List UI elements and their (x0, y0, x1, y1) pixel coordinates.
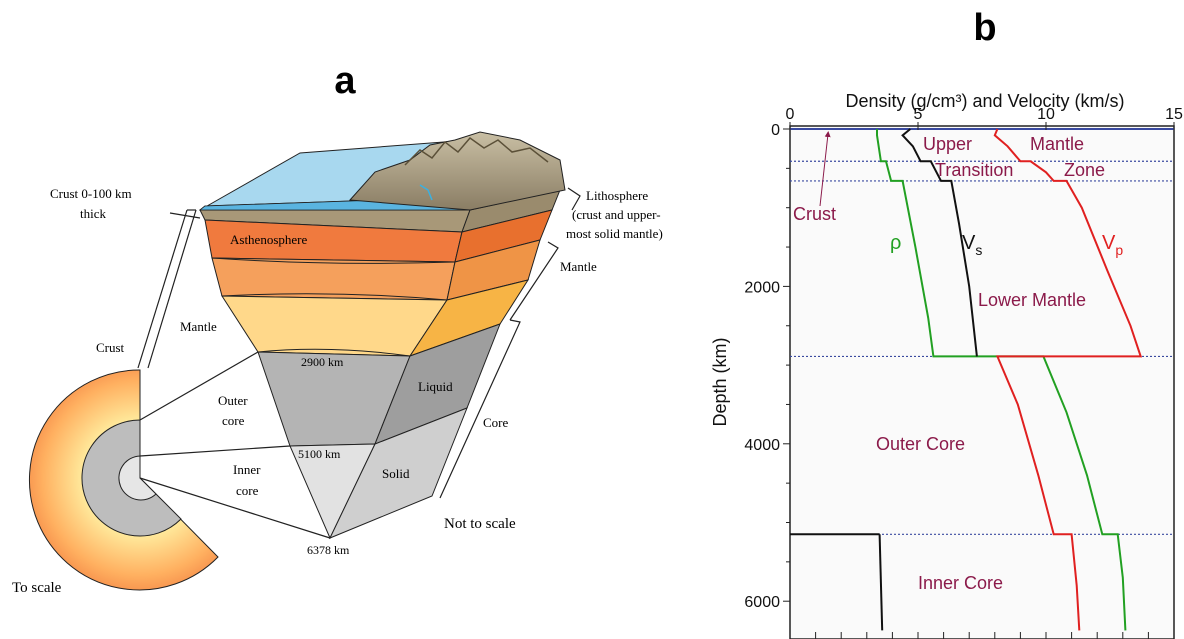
x-tick-label-1: 5 (914, 106, 923, 123)
label-outer-core: Outer Core (876, 434, 965, 454)
wedge-side-inner-core (328, 407, 468, 539)
panel-a-letter: a (334, 60, 356, 102)
series-line-rho (876, 129, 1127, 631)
label-zone: Zone (1064, 160, 1105, 180)
label-inner-core-2: core (236, 483, 259, 498)
y-tick-label-3: 6000 (744, 594, 780, 611)
label-solid: Solid (382, 466, 410, 481)
label-crust: Crust (793, 204, 836, 224)
mountain-ridges (404, 136, 549, 166)
label-lithosphere-2: (crust and upper- (572, 207, 661, 222)
label-vs-sub: s (975, 242, 982, 258)
label-core: Core (483, 415, 509, 430)
y-axis-label: Depth (km) (710, 337, 730, 426)
label-not-to-scale: Not to scale (444, 516, 516, 532)
panel-a: a (12, 60, 663, 596)
label-vs: Vs (962, 232, 982, 258)
panel-b-letter: b (973, 7, 996, 49)
label-outer-core-1: Outer (218, 393, 248, 408)
to-scale-earth-section (28, 369, 219, 591)
x-tick-label-3: 15 (1165, 106, 1183, 123)
label-lower-mantle: Lower Mantle (978, 290, 1086, 310)
label-mantle-right: Mantle (560, 259, 597, 274)
plot-area (789, 125, 1175, 639)
chart-title: Density (g/cm³) and Velocity (km/s) (845, 91, 1124, 111)
label-vp-sub: p (1115, 242, 1123, 258)
wedge-brackets (439, 187, 581, 499)
label-vp: Vp (1102, 232, 1123, 258)
crust-arrow (819, 131, 831, 207)
label-vs-main: V (962, 232, 976, 254)
label-mantle-left: Mantle (180, 319, 217, 334)
label-outer-core-2: core (222, 413, 245, 428)
label-mantle: Mantle (1030, 134, 1084, 154)
to-scale-inner-core (118, 455, 157, 501)
x-tick-label-0: 0 (786, 106, 795, 123)
series-line-vp (993, 128, 1143, 631)
label-depth-2900: 2900 km (301, 355, 344, 369)
y-tick-label-0: 0 (771, 122, 780, 139)
label-upper: Upper (923, 134, 972, 154)
x-tick-label-2: 10 (1037, 106, 1055, 123)
label-depth-5100: 5100 km (298, 447, 341, 461)
label-depth-6378: 6378 km (307, 543, 350, 557)
label-asthenosphere: Asthenosphere (230, 232, 307, 247)
label-crust-thick-2: thick (80, 206, 106, 221)
wedge-mantle-2 (221, 295, 448, 357)
series-line-vs-inner-core (878, 534, 884, 631)
label-transition: Transition (935, 160, 1013, 180)
connector-lines (137, 209, 331, 539)
earth-wedge (198, 131, 566, 540)
label-to-scale: To scale (12, 580, 62, 596)
y-tick-label-2: 4000 (744, 437, 780, 454)
chart-layer: 0 5 10 15 0 2000 4000 6000 (744, 106, 1183, 639)
label-inner-core-1: Inner (233, 462, 261, 477)
chart-title-text: Density (g/cm³) and Velocity (km/s) (845, 91, 1124, 111)
label-crust-left: Crust (96, 340, 125, 355)
river (419, 184, 433, 201)
label-inner-core: Inner Core (918, 573, 1003, 593)
label-crust-thick-1: Crust 0-100 km (50, 186, 132, 201)
label-lithosphere-1: Lithosphere (586, 188, 648, 203)
label-liquid: Liquid (418, 379, 453, 394)
series-line-vs-mantle (901, 128, 978, 357)
label-lithosphere-3: most solid mantle) (566, 226, 663, 241)
label-rho: ρ (890, 232, 901, 254)
y-tick-label-1: 2000 (744, 279, 780, 296)
label-vp-main: V (1102, 232, 1116, 254)
panel-b: b Density (g/cm³) and Velocity (km/s) 0 5… (710, 7, 1183, 639)
